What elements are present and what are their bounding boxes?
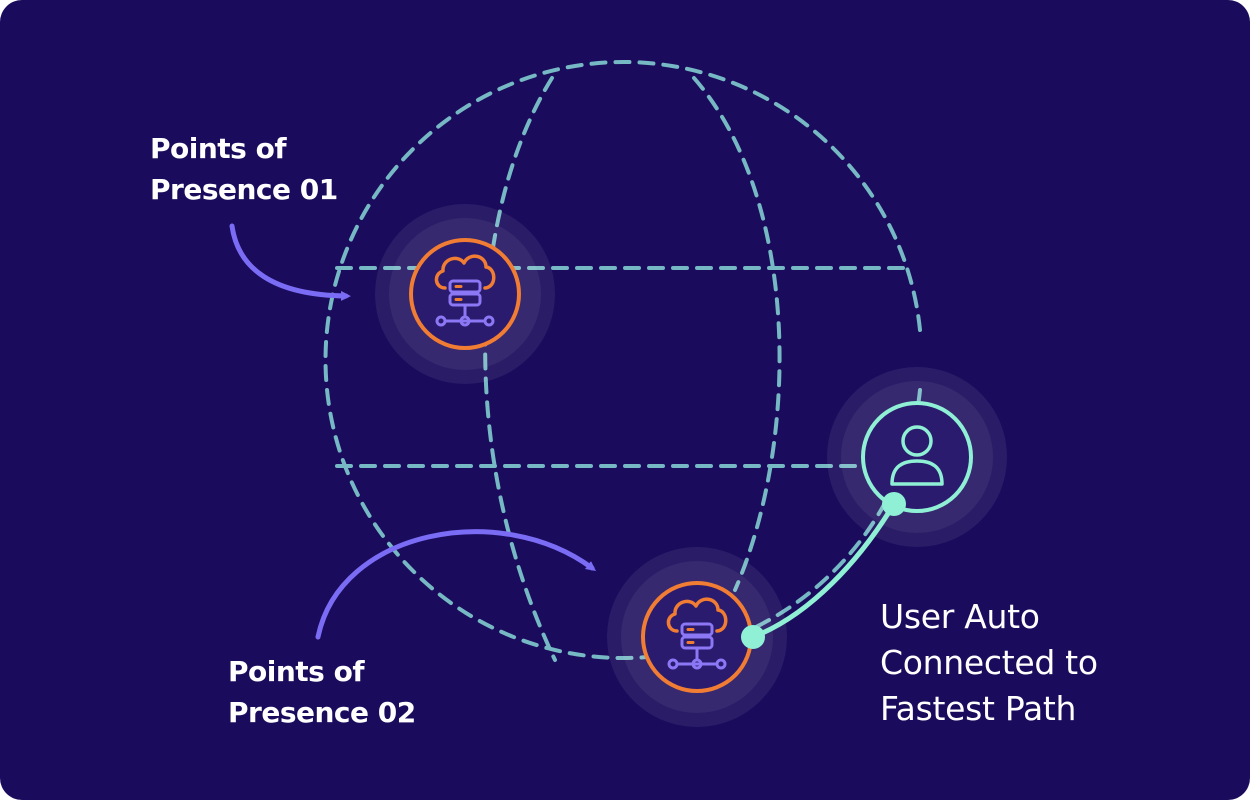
fastest-path-end-dot bbox=[882, 492, 906, 516]
pop-02-node bbox=[607, 547, 787, 727]
user-ring bbox=[861, 401, 973, 513]
pop-02-label: Points of Presence 02 bbox=[228, 651, 416, 733]
pop-01-label-line-1: Points of bbox=[150, 132, 287, 165]
user-connection-label-line-2: Connected to bbox=[880, 643, 1098, 682]
cloud-server-icon bbox=[434, 254, 496, 327]
user-connection-label-line-3: Fastest Path bbox=[880, 689, 1077, 728]
user-connection-label: User Auto Connected to Fastest Path bbox=[880, 594, 1098, 732]
pop-01-label: Points of Presence 01 bbox=[150, 128, 338, 210]
pop-01-node bbox=[375, 204, 555, 384]
meridian-right bbox=[692, 76, 782, 592]
fastest-path-line bbox=[750, 501, 897, 640]
pop-01-label-line-2: Presence 01 bbox=[150, 173, 338, 206]
fastest-path-start-dot bbox=[741, 625, 765, 649]
user-node bbox=[827, 367, 1007, 547]
user-connection-label-line-1: User Auto bbox=[880, 597, 1040, 636]
fastest-path bbox=[741, 492, 906, 649]
user-icon bbox=[890, 425, 944, 486]
pop-02-label-line-1: Points of bbox=[228, 655, 365, 688]
pop-02-label-line-2: Presence 02 bbox=[228, 696, 416, 729]
pop-02-arrow bbox=[315, 529, 597, 640]
pop-01-arrow bbox=[229, 223, 351, 301]
cloud-server-icon bbox=[666, 597, 728, 670]
globe-outline bbox=[323, 60, 922, 660]
